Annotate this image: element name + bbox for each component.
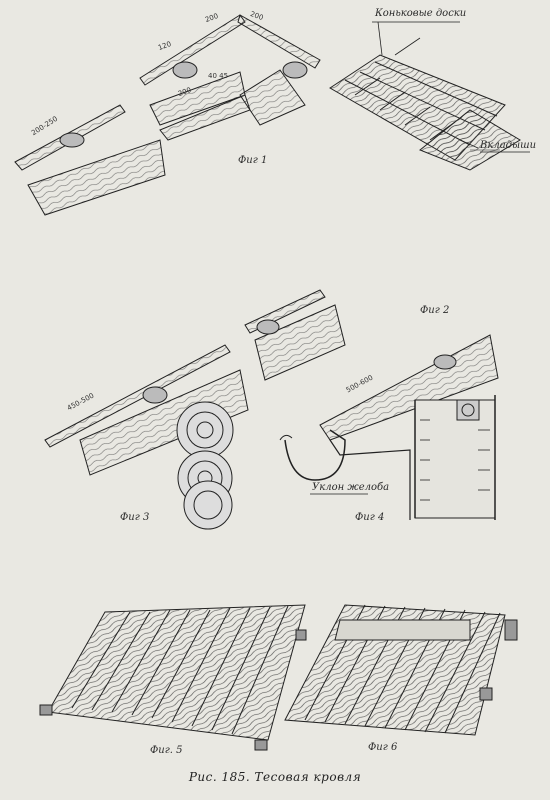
gutter-slope-label: Уклон желоба <box>312 482 390 493</box>
fig1-left-detail <box>14 104 166 216</box>
fig5-label: Фиг. 5 <box>150 745 183 756</box>
fig5-plank-roof <box>39 604 307 751</box>
ridge-boards-label: Коньковые доски <box>375 8 467 19</box>
fig4-brick-pattern <box>420 419 490 501</box>
fig3-label: Фиг 3 <box>120 512 150 523</box>
fig1-roof-surface <box>329 37 521 171</box>
fig3-logs <box>176 401 234 530</box>
fig1-ridge-joint <box>139 14 321 141</box>
fig1-label: Фиг 1 <box>238 155 268 166</box>
fig4-label: Фиг 4 <box>355 512 385 523</box>
ridge-boards-leader <box>377 21 383 56</box>
fig3-log-eave <box>44 344 249 530</box>
dim-label: 40 45 <box>208 72 229 80</box>
fig2-ridge-detail <box>244 289 346 381</box>
fig6-label: Фиг 6 <box>368 742 398 753</box>
inserts-label: Вкладыши <box>480 140 537 151</box>
fig2-label: Фиг 2 <box>420 305 450 316</box>
fig6-batten-roof <box>284 604 518 736</box>
fig4-brick-eave <box>279 334 499 520</box>
inserts-leader <box>459 139 479 149</box>
figure-caption: Рис. 185. Тесовая кровля <box>188 770 362 784</box>
